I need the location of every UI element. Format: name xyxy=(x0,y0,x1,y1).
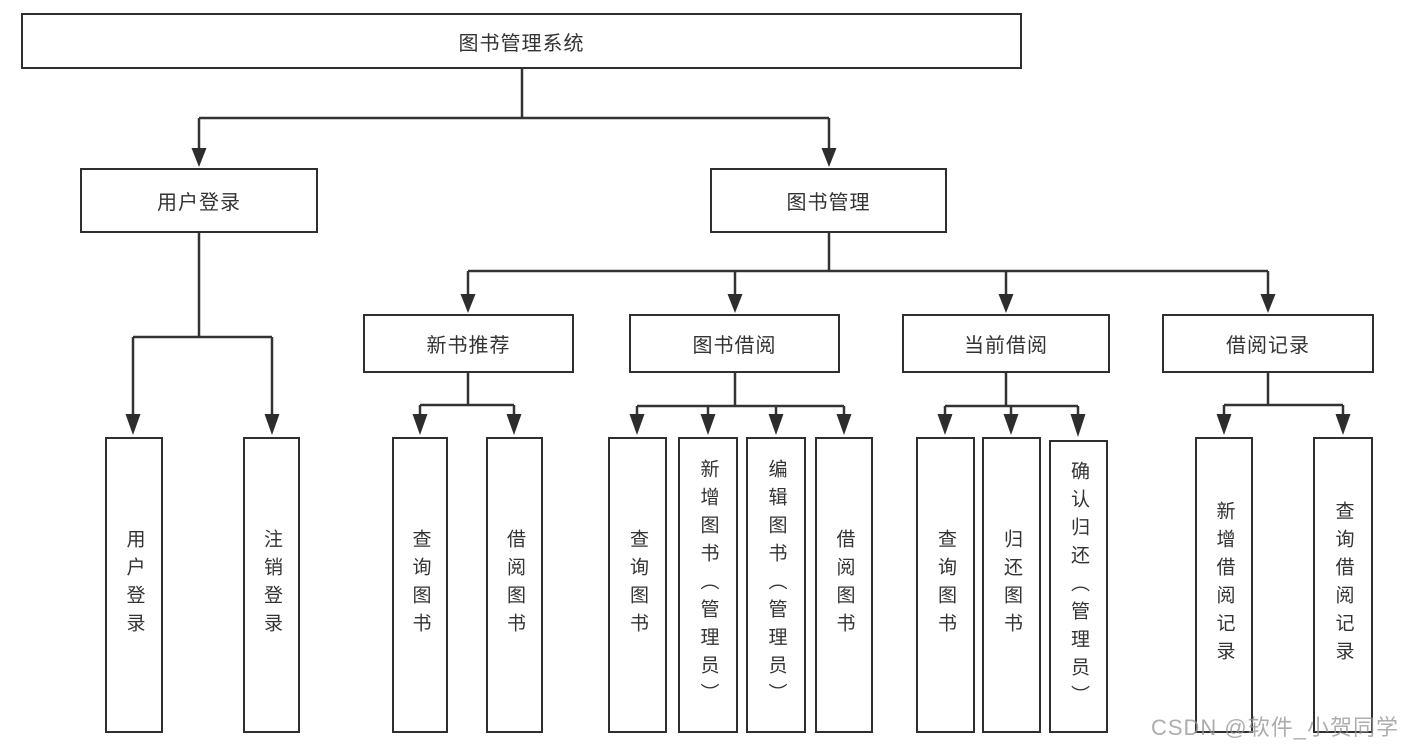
leaf-query-borrow-record: 查询借阅记录 xyxy=(1313,437,1373,733)
node-current-borrowing: 当前借阅 xyxy=(902,314,1110,373)
arrowhead-icon xyxy=(700,414,716,435)
arrowhead-icon xyxy=(1335,414,1351,435)
arrowhead-icon xyxy=(727,294,743,313)
node-user-login: 用户登录 xyxy=(80,168,318,233)
leaf-recommend-borrow-books: 借阅图书 xyxy=(486,437,543,733)
leaf-logout: 注销登录 xyxy=(243,437,300,733)
leaf-borrow-query-books: 查询图书 xyxy=(608,437,667,733)
node-book-management: 图书管理 xyxy=(710,168,947,233)
arrowhead-icon xyxy=(1003,414,1019,435)
arrowhead-icon xyxy=(821,148,837,167)
arrowhead-icon xyxy=(125,414,141,435)
connector-root-to-level2 xyxy=(197,69,831,148)
arrowhead-icon xyxy=(1216,414,1232,435)
connector-userlogin-to-leaves xyxy=(131,233,274,416)
connector-bookmgmt-to-modules xyxy=(466,233,1270,294)
leaf-add-borrow-record: 新增借阅记录 xyxy=(1195,437,1253,733)
arrowhead-icon xyxy=(1070,414,1086,437)
leaf-recommend-query-books: 查询图书 xyxy=(392,437,448,733)
node-borrowing-records: 借阅记录 xyxy=(1162,314,1374,373)
node-book-borrowing: 图书借阅 xyxy=(629,314,840,373)
arrowhead-icon xyxy=(629,414,645,435)
arrowhead-icon xyxy=(768,414,784,435)
arrowhead-icon xyxy=(998,294,1014,313)
connector-recommend-to-leaves xyxy=(418,373,516,416)
arrowheads xyxy=(125,148,1351,437)
leaf-return-books: 归还图书 xyxy=(982,437,1041,733)
leaf-add-books-admin: 新增图书（管理员） xyxy=(678,437,738,733)
connector-borrow-to-leaves xyxy=(635,373,846,416)
node-library-management-system: 图书管理系统 xyxy=(21,13,1022,69)
leaf-current-query-books: 查询图书 xyxy=(916,437,975,733)
arrowhead-icon xyxy=(937,414,953,435)
arrowhead-icon xyxy=(460,294,476,313)
connector-records-to-leaves xyxy=(1222,373,1345,416)
node-new-book-recommend: 新书推荐 xyxy=(363,314,574,373)
arrowhead-icon xyxy=(1260,294,1276,313)
leaf-user-login: 用户登录 xyxy=(105,437,163,733)
arrowhead-icon xyxy=(191,148,207,167)
connector-current-to-leaves xyxy=(943,373,1080,416)
arrowhead-icon xyxy=(264,414,280,435)
leaf-edit-books-admin: 编辑图书（管理员） xyxy=(746,437,806,733)
arrowhead-icon xyxy=(412,414,428,435)
leaf-confirm-return-admin: 确认归还（管理员） xyxy=(1049,440,1108,733)
leaf-borrow-books: 借阅图书 xyxy=(815,437,873,733)
arrowhead-icon xyxy=(836,414,852,435)
arrowhead-icon xyxy=(506,414,522,435)
